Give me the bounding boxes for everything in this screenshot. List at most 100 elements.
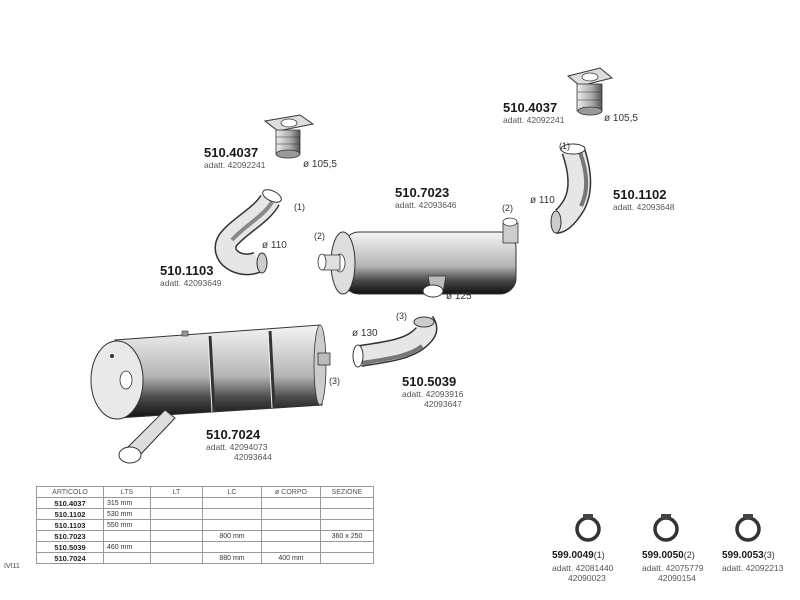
cell-lc: 800 mm <box>202 530 262 542</box>
part-adatt-2: 42093647 <box>424 399 462 409</box>
conn-510-1103: (1) <box>294 202 305 212</box>
spec-table: ARTICOLO LTS LT LC ø CORPO SEZIONE 510.4… <box>36 486 374 564</box>
cell-lt <box>150 530 203 542</box>
table-row: 510.5039 460 mm <box>36 541 374 553</box>
cell-lts: 460 mm <box>103 541 151 553</box>
spec-table-header: ARTICOLO LTS LT LC ø CORPO SEZIONE <box>36 486 374 498</box>
table-row: 510.1103 550 mm <box>36 519 374 531</box>
conn-510-1102: (1) <box>559 141 570 151</box>
clamp-num: (2) <box>683 550 695 560</box>
cell-corpo <box>261 519 321 531</box>
cell-lt <box>150 552 203 564</box>
cell-sezione <box>320 508 374 520</box>
cell-sezione: 360 x 250 <box>320 530 374 542</box>
cell-lt <box>150 497 203 509</box>
clamp-num: (3) <box>763 550 775 560</box>
cell-articolo: 510.7024 <box>36 552 104 564</box>
cell-corpo: 400 mm <box>261 552 321 564</box>
flange-right <box>566 67 614 116</box>
table-row: 510.7023 800 mm 360 x 250 <box>36 530 374 542</box>
dia-510-1102: ø 110 <box>530 195 555 206</box>
col-header: SEZIONE <box>320 486 374 498</box>
cell-sezione <box>320 519 374 531</box>
dia-510-1103: ø 110 <box>262 240 287 251</box>
cell-corpo <box>261 530 321 542</box>
dia-510-5039: ø 130 <box>352 328 378 339</box>
clamp-1-label: 599.0049(1) adatt. 42081440 42090023 <box>552 545 613 583</box>
cell-lts <box>103 530 151 542</box>
label-510-4037-right: 510.4037 adatt. 42092241 <box>503 100 564 125</box>
clamp-2-drawing <box>653 514 679 542</box>
dia-510-4037-left: ø 105,5 <box>303 159 337 170</box>
clamp-code: 599.0053 <box>722 550 764 561</box>
part-adatt-2: 42093644 <box>234 452 272 462</box>
clamp-adatt-2: 42090023 <box>568 573 606 583</box>
part-code: 510.7023 <box>395 185 450 200</box>
cell-sezione <box>320 552 374 564</box>
clamp-adatt: adatt. 42081440 <box>552 563 614 573</box>
part-code: 510.1102 <box>613 187 667 202</box>
col-header: LC <box>202 486 262 498</box>
clamp-2-label: 599.0050(2) adatt. 42075779 42090154 <box>642 545 703 583</box>
part-code: 510.7024 <box>206 427 261 442</box>
cell-lc <box>202 508 262 520</box>
label-510-5039: 510.5039 adatt. 42093916 42093647 <box>402 374 463 409</box>
dia-510-7023: ø 125 <box>446 291 472 302</box>
conn-510-7023-right: (2) <box>502 203 513 213</box>
clamp-num: (1) <box>593 550 605 560</box>
cell-articolo: 510.1102 <box>36 508 104 520</box>
cell-corpo <box>261 508 321 520</box>
cell-lt <box>150 519 203 531</box>
cell-articolo: 510.5039 <box>36 541 104 553</box>
part-adatt: adatt. 42093648 <box>613 202 675 212</box>
clamp-adatt: adatt. 42075779 <box>642 563 704 573</box>
table-row: 510.1102 530 mm <box>36 508 374 520</box>
dia-510-4037-right: ø 105,5 <box>604 113 638 124</box>
clamp-3-label: 599.0053(3) adatt. 42092213 <box>722 545 783 573</box>
pipe-510-1102 <box>550 143 592 234</box>
part-adatt: adatt. 42093649 <box>160 278 222 288</box>
clamp-code: 599.0050 <box>642 550 684 561</box>
cell-corpo <box>261 497 321 509</box>
label-510-7024: 510.7024 adatt. 42094073 42093644 <box>206 427 272 462</box>
conn-510-7023-left: (2) <box>314 231 325 241</box>
muffler-510-7024 <box>90 324 331 464</box>
cell-lts: 530 mm <box>103 508 151 520</box>
cell-articolo: 510.7023 <box>36 530 104 542</box>
part-adatt: adatt. 42092241 <box>204 160 266 170</box>
part-code: 510.4037 <box>204 145 259 160</box>
part-code: 510.4037 <box>503 100 558 115</box>
cell-lc: 880 mm <box>202 552 262 564</box>
cell-lc <box>202 541 262 553</box>
cell-sezione <box>320 497 374 509</box>
cell-lc <box>202 497 262 509</box>
part-adatt: adatt. 42093646 <box>395 200 457 210</box>
table-row: 510.7024 880 mm 400 mm <box>36 552 374 564</box>
muffler-510-7023 <box>317 217 519 298</box>
label-510-4037-left: 510.4037 adatt. 42092241 <box>204 145 265 170</box>
col-header: ARTICOLO <box>36 486 104 498</box>
clamp-adatt-2: 42090154 <box>658 573 696 583</box>
cell-articolo: 510.1103 <box>36 519 104 531</box>
cell-lt <box>150 541 203 553</box>
cell-lts: 550 mm <box>103 519 151 531</box>
part-adatt: adatt. 42093916 <box>402 389 464 399</box>
conn-510-7024: (3) <box>329 376 340 386</box>
cell-corpo <box>261 541 321 553</box>
clamp-1-drawing <box>575 514 601 542</box>
clamp-adatt: adatt. 42092213 <box>722 563 784 573</box>
part-adatt: adatt. 42092241 <box>503 115 565 125</box>
side-label: IVI11 <box>4 563 20 570</box>
pipe-510-5039 <box>352 315 438 368</box>
label-510-1103: 510.1103 adatt. 42093649 <box>160 263 221 288</box>
col-header: LTS <box>103 486 151 498</box>
pipe-510-1103 <box>214 189 282 276</box>
col-header: ø CORPO <box>261 486 321 498</box>
flange-left <box>263 114 315 159</box>
cell-lts: 315 mm <box>103 497 151 509</box>
cell-lts <box>103 552 151 564</box>
clamp-code: 599.0049 <box>552 550 594 561</box>
cell-lt <box>150 508 203 520</box>
